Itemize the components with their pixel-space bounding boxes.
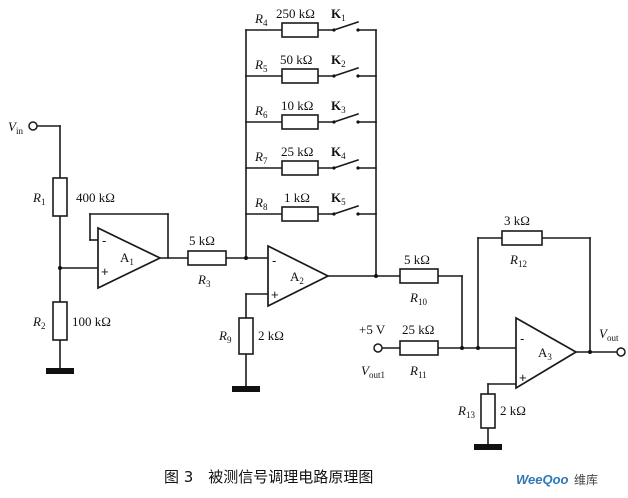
resistor-r7 [281,160,319,176]
r8-name: R8 [254,195,268,212]
r13-value: 2 kΩ [500,403,526,418]
r11-value: 25 kΩ [402,322,434,337]
r7-value: 25 kΩ [281,144,313,159]
r4-value: 250 kΩ [276,6,315,21]
r9-name: R9 [218,328,232,345]
plus5v-terminal [373,343,383,353]
r2-value: 100 kΩ [72,314,111,329]
watermark-brand: WeeQoo [516,472,569,487]
r5-value: 50 kΩ [280,52,312,67]
r4-name: R4 [254,11,268,28]
a1-plus-sign: + [101,264,109,279]
k1-label: K1 [331,6,346,23]
vout1-label: Vout1 [361,363,385,380]
vout-terminal [616,347,626,357]
opamp-a1 [97,226,162,290]
resistor-r8 [281,206,319,222]
r3-name: R3 [197,272,211,289]
figure-caption: 图 3 被测信号调理电路原理图 [164,468,373,486]
resistor-r11 [399,340,439,356]
vin-terminal [28,121,38,131]
opamp-a3 [515,316,578,390]
resistor-r1 [52,177,68,217]
switch-contacts [332,28,360,216]
resistor-r3 [187,250,227,266]
a3-plus-sign: + [519,370,527,385]
k2-label: K2 [331,52,346,69]
opamp-a2 [267,244,330,308]
a3-label: A3 [538,345,552,362]
r7-name: R7 [254,149,268,166]
r2-name: R2 [32,314,45,331]
r1-value: 400 kΩ [76,190,115,205]
k4-label: K4 [331,144,346,161]
a1-label: A1 [120,250,134,267]
resistor-r12 [501,230,543,246]
r12-value: 3 kΩ [504,213,530,228]
r11-name: R11 [409,363,427,380]
r13-name: R13 [457,403,475,420]
vin-label: Vin [8,119,23,136]
r12-name: R12 [509,252,527,269]
r6-name: R6 [254,103,268,120]
resistor-r5 [281,68,319,84]
k5-label: K5 [331,190,346,207]
resistor-r10 [399,268,439,284]
feedback-branches [245,20,377,216]
r5-name: R5 [254,57,268,74]
a3-minus-sign: - [520,331,524,346]
ground-icon [46,368,74,374]
a2-minus-sign: - [272,253,276,268]
resistor-r4 [281,22,319,38]
resistor-r2 [52,301,68,341]
r10-name: R10 [409,290,427,307]
resistor-r9 [238,317,254,355]
a1-minus-sign: - [102,233,106,248]
a2-plus-sign: + [271,287,279,302]
r6-value: 10 kΩ [281,98,313,113]
wires [36,29,619,447]
plus5v-label: +5 V [359,322,386,337]
resistor-r6 [281,114,319,130]
r3-value: 5 kΩ [189,233,215,248]
vout-label: Vout [599,326,619,343]
ground-icon [232,386,260,392]
r10-value: 5 kΩ [404,252,430,267]
r1-name: R1 [32,190,45,207]
watermark-suffix: 维库 [574,472,598,487]
resistor-r13 [480,393,496,429]
r9-value: 2 kΩ [258,328,284,343]
a2-label: A2 [290,269,304,286]
ground-icon [474,444,502,450]
k3-label: K3 [331,98,346,115]
junction-dots [58,256,592,354]
r8-value: 1 kΩ [284,190,310,205]
